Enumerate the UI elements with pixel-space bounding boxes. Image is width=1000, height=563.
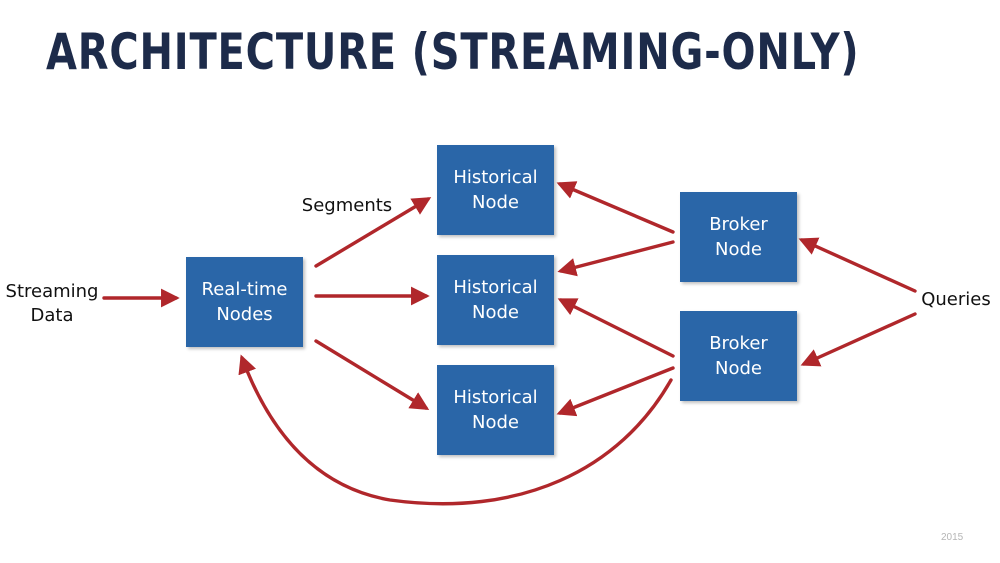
arrow-broker2-to-historical-2	[557, 298, 675, 358]
arrow-broker2-to-historical-3	[556, 366, 675, 417]
arrow-queries-to-broker-2	[800, 312, 917, 367]
arrow-broker2-to-realtime	[238, 354, 673, 506]
queries-label: Queries	[921, 289, 991, 310]
slide-title: ARCHITECTURE (STREAMING-ONLY)	[46, 23, 860, 81]
historical-node-2: Historical Node	[437, 255, 554, 345]
historical-node-3: Historical Node	[437, 365, 554, 455]
arrow-queries-to-broker-1	[798, 237, 917, 293]
historical-node-1: Historical Node	[437, 145, 554, 235]
streaming-data-label: Streaming Data	[5, 281, 99, 326]
arrow-broker1-to-historical-1	[556, 181, 675, 234]
footer-year: 2015	[941, 532, 964, 543]
arrow-realtime-to-historical-1	[314, 197, 432, 268]
arrow-realtime-to-historical-3	[314, 339, 430, 410]
segments-label: Segments	[301, 195, 393, 216]
broker-node-1: Broker Node	[680, 192, 797, 282]
arrow-broker1-to-historical-2	[557, 240, 675, 277]
realtime-node: Real-time Nodes	[186, 257, 303, 347]
broker-node-2: Broker Node	[680, 311, 797, 401]
